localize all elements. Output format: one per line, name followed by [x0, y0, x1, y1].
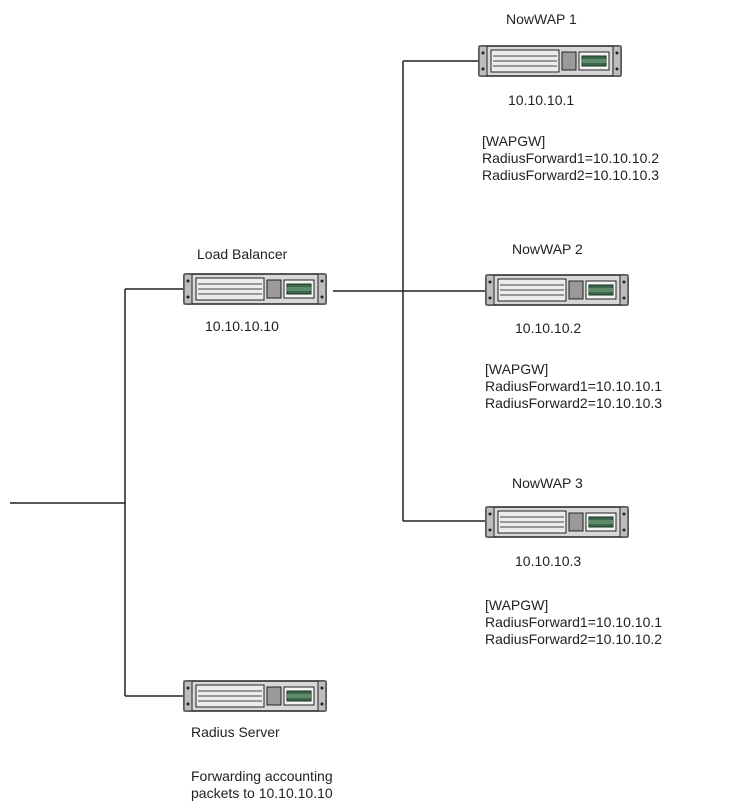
- config-line: RadiusForward2=10.10.10.3: [482, 167, 660, 183]
- nowwap2-name: NowWAP 2: [512, 241, 583, 257]
- radius-server-icon: [183, 680, 327, 712]
- config-line: [WAPGW]: [482, 133, 546, 149]
- radius-server-name: Radius Server: [191, 724, 280, 740]
- nowwap3-server-icon: [485, 506, 629, 538]
- config-line: RadiusForward2=10.10.10.2: [485, 631, 663, 647]
- nowwap2-config: [WAPGW] RadiusForward1=10.10.10.1 Radius…: [485, 361, 662, 412]
- load-balancer-name: Load Balancer: [197, 246, 288, 262]
- nowwap1-server-icon: [478, 45, 622, 77]
- config-line: RadiusForward1=10.10.10.1: [485, 614, 663, 630]
- config-line: RadiusForward1=10.10.10.1: [485, 378, 663, 394]
- config-line: [WAPGW]: [485, 597, 549, 613]
- nowwap3-config: [WAPGW] RadiusForward1=10.10.10.1 Radius…: [485, 597, 662, 648]
- radius-server-note: Forwarding accounting packets to 10.10.1…: [191, 768, 333, 802]
- nowwap2-ip: 10.10.10.2: [515, 320, 582, 336]
- nowwap3-name: NowWAP 3: [512, 475, 583, 491]
- load-balancer-server-icon: [183, 273, 327, 305]
- nowwap1-name: NowWAP 1: [506, 11, 577, 27]
- config-line: RadiusForward1=10.10.10.2: [482, 150, 660, 166]
- note-line: Forwarding accounting: [191, 768, 333, 784]
- config-line: [WAPGW]: [485, 361, 549, 377]
- config-line: RadiusForward2=10.10.10.3: [485, 395, 663, 411]
- nowwap3-ip: 10.10.10.3: [515, 553, 582, 569]
- nowwap1-config: [WAPGW] RadiusForward1=10.10.10.2 Radius…: [482, 133, 659, 184]
- load-balancer-ip: 10.10.10.10: [205, 318, 279, 334]
- nowwap2-server-icon: [485, 274, 629, 306]
- note-line: packets to 10.10.10.10: [191, 785, 333, 801]
- nowwap1-ip: 10.10.10.1: [508, 92, 575, 108]
